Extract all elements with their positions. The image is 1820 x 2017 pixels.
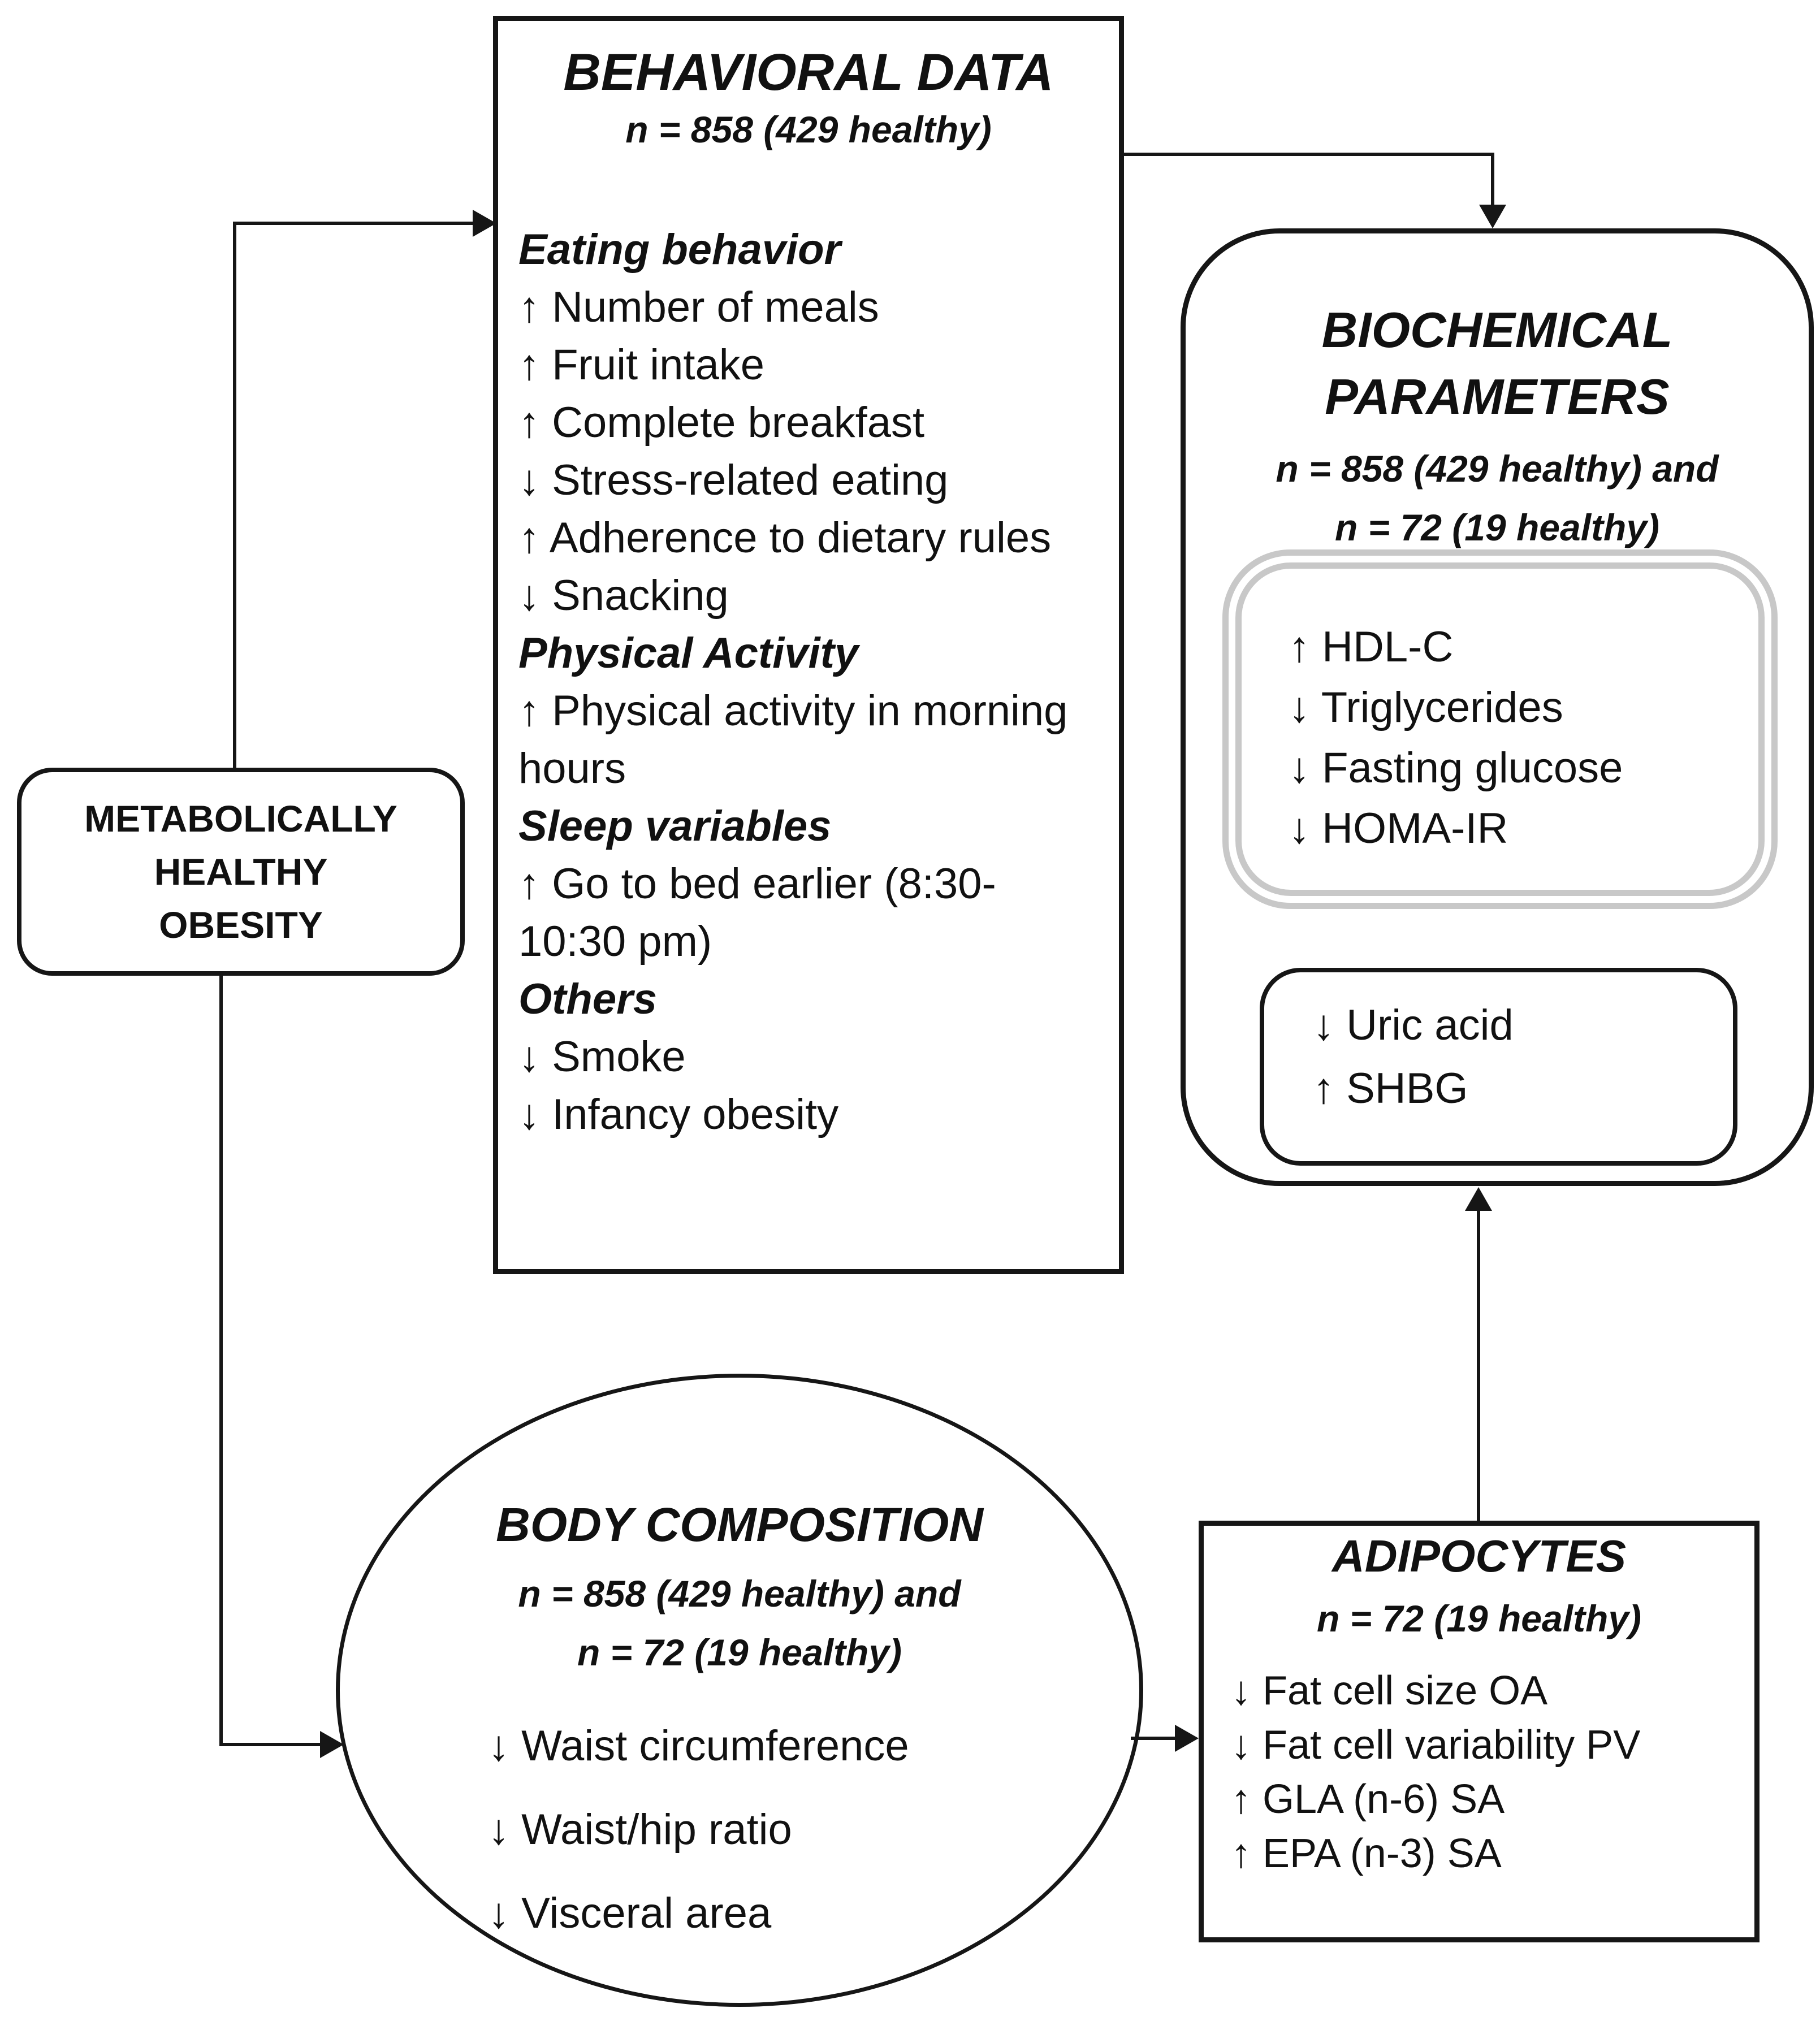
- body-composition-item: ↓ Visceral area: [488, 1889, 772, 1937]
- arrowhead-into-bodycomp-icon: [320, 1731, 344, 1758]
- biochemical-subtitle-line: n = 72 (19 healthy): [1334, 507, 1660, 548]
- behavioral-section-header: Sleep variables: [518, 802, 832, 850]
- body-composition-item: ↓ Waist/hip ratio: [488, 1806, 792, 1854]
- behavioral-item: ↓ Smoke: [518, 1033, 686, 1081]
- body-composition-subtitle-line: n = 72 (19 healthy): [577, 1631, 902, 1673]
- uric-acid-item: ↓ Uric acid: [1313, 1001, 1514, 1049]
- biochemical-title: BIOCHEMICAL PARAMETERS: [1186, 297, 1809, 430]
- metabolic-markers-panel: ↑ HDL-C ↓ Triglycerides ↓ Fasting glucos…: [1222, 549, 1778, 909]
- behavioral-item: ↑ Adherence to dietary rules: [518, 514, 1052, 562]
- mho-title-line: OBESITY: [159, 904, 323, 946]
- behavioral-item: ↓ Infancy obesity: [518, 1090, 839, 1139]
- mho-title-line: HEALTHY: [154, 851, 328, 893]
- adipocytes-subtitle: n = 72 (19 healthy): [1316, 1598, 1642, 1639]
- connector-mho-to-behavioral-vertical: [233, 223, 236, 769]
- adipocytes-item: ↓ Fat cell size OA: [1231, 1668, 1548, 1713]
- behavioral-item: ↑ Fruit intake: [518, 341, 765, 389]
- mho-title: METABOLICALLY HEALTHY OBESITY: [84, 792, 397, 951]
- body-composition-subtitle: n = 858 (429 healthy) and n = 72 (19 hea…: [340, 1564, 1139, 1682]
- uric-acid-shbg-list: ↓ Uric acid ↑ SHBG: [1313, 994, 1514, 1120]
- connector-mho-to-behavioral-horizontal: [233, 222, 473, 225]
- connector-adipo-to-biochem-vertical: [1477, 1210, 1480, 1521]
- metabolic-markers-panel-inner-border: [1235, 562, 1765, 896]
- shbg-item: ↑ SHBG: [1313, 1064, 1468, 1113]
- behavioral-section-header: Physical Activity: [518, 629, 859, 677]
- behavioral-item: ↑ Number of meals: [518, 283, 879, 331]
- adipocytes-item: ↑ GLA (n-6) SA: [1231, 1777, 1505, 1822]
- adipocytes-item: ↑ EPA (n-3) SA: [1231, 1831, 1502, 1876]
- metabolic-markers-list: ↑ HDL-C ↓ Triglycerides ↓ Fasting glucos…: [1289, 617, 1623, 859]
- metabolically-healthy-obesity-box: METABOLICALLY HEALTHY OBESITY: [17, 768, 465, 976]
- connector-mho-to-bodycomp-vertical: [219, 976, 223, 1745]
- uric-acid-shbg-panel: ↓ Uric acid ↑ SHBG: [1260, 968, 1737, 1166]
- behavioral-item: ↑ Complete breakfast: [518, 399, 925, 447]
- mho-title-line: METABOLICALLY: [84, 798, 397, 839]
- metabolic-marker-item: ↑ HDL-C: [1289, 623, 1454, 671]
- body-composition-item: ↓ Waist circumference: [488, 1722, 909, 1770]
- metabolic-marker-item: ↓ HOMA-IR: [1289, 804, 1508, 852]
- connector-behavioral-to-biochem-vertical: [1491, 153, 1494, 206]
- body-composition-title: BODY COMPOSITION: [496, 1498, 983, 1551]
- behavioral-item: ↓ Stress-related eating: [518, 456, 949, 504]
- connector-mho-to-bodycomp-horizontal: [219, 1743, 321, 1746]
- biochemical-subtitle-line: n = 858 (429 healthy) and: [1276, 448, 1719, 490]
- biochemical-subtitle: n = 858 (429 healthy) and n = 72 (19 hea…: [1186, 439, 1809, 557]
- behavioral-item: ↑ Go to bed earlier (8:30-10:30 pm): [518, 860, 996, 966]
- adipocytes-title: ADIPOCYTES: [1332, 1531, 1627, 1581]
- behavioral-data-box: BEHAVIORAL DATA n = 858 (429 healthy) Ea…: [493, 16, 1124, 1274]
- arrowhead-into-biochem-bottom-icon: [1465, 1187, 1492, 1211]
- body-composition-list: ↓ Waist circumference ↓ Waist/hip ratio …: [488, 1704, 909, 1955]
- connector-behavioral-to-biochem-horizontal: [1124, 153, 1493, 156]
- arrowhead-into-behavioral-icon: [473, 210, 496, 237]
- body-composition-ellipse: BODY COMPOSITION n = 858 (429 healthy) a…: [336, 1374, 1143, 2007]
- behavioral-section-header: Others: [518, 975, 657, 1023]
- behavioral-list: Eating behavior ↑ Number of meals ↑ Frui…: [498, 221, 1119, 1144]
- behavioral-title: BEHAVIORAL DATA: [563, 44, 1054, 101]
- behavioral-section-header: Eating behavior: [518, 226, 841, 274]
- arrowhead-into-adipo-icon: [1175, 1725, 1199, 1752]
- adipocytes-box: ADIPOCYTES n = 72 (19 healthy) ↓ Fat cel…: [1199, 1521, 1760, 1942]
- body-composition-subtitle-line: n = 858 (429 healthy) and: [518, 1573, 961, 1615]
- biochemical-title-line: BIOCHEMICAL: [1321, 302, 1673, 358]
- behavioral-item: ↑ Physical activity in morning hours: [518, 687, 1068, 793]
- metabolic-marker-item: ↓ Triglycerides: [1289, 683, 1563, 732]
- adipocytes-item: ↓ Fat cell variability PV: [1231, 1722, 1641, 1768]
- arrowhead-into-biochem-top-icon: [1479, 205, 1506, 228]
- adipocytes-list: ↓ Fat cell size OA ↓ Fat cell variabilit…: [1231, 1664, 1640, 1881]
- behavioral-subtitle: n = 858 (429 healthy): [625, 109, 992, 150]
- behavioral-item: ↓ Snacking: [518, 572, 729, 620]
- metabolic-marker-item: ↓ Fasting glucose: [1289, 744, 1623, 792]
- biochemical-title-line: PARAMETERS: [1325, 369, 1670, 425]
- connector-bodycomp-to-adipo-horizontal: [1131, 1737, 1176, 1740]
